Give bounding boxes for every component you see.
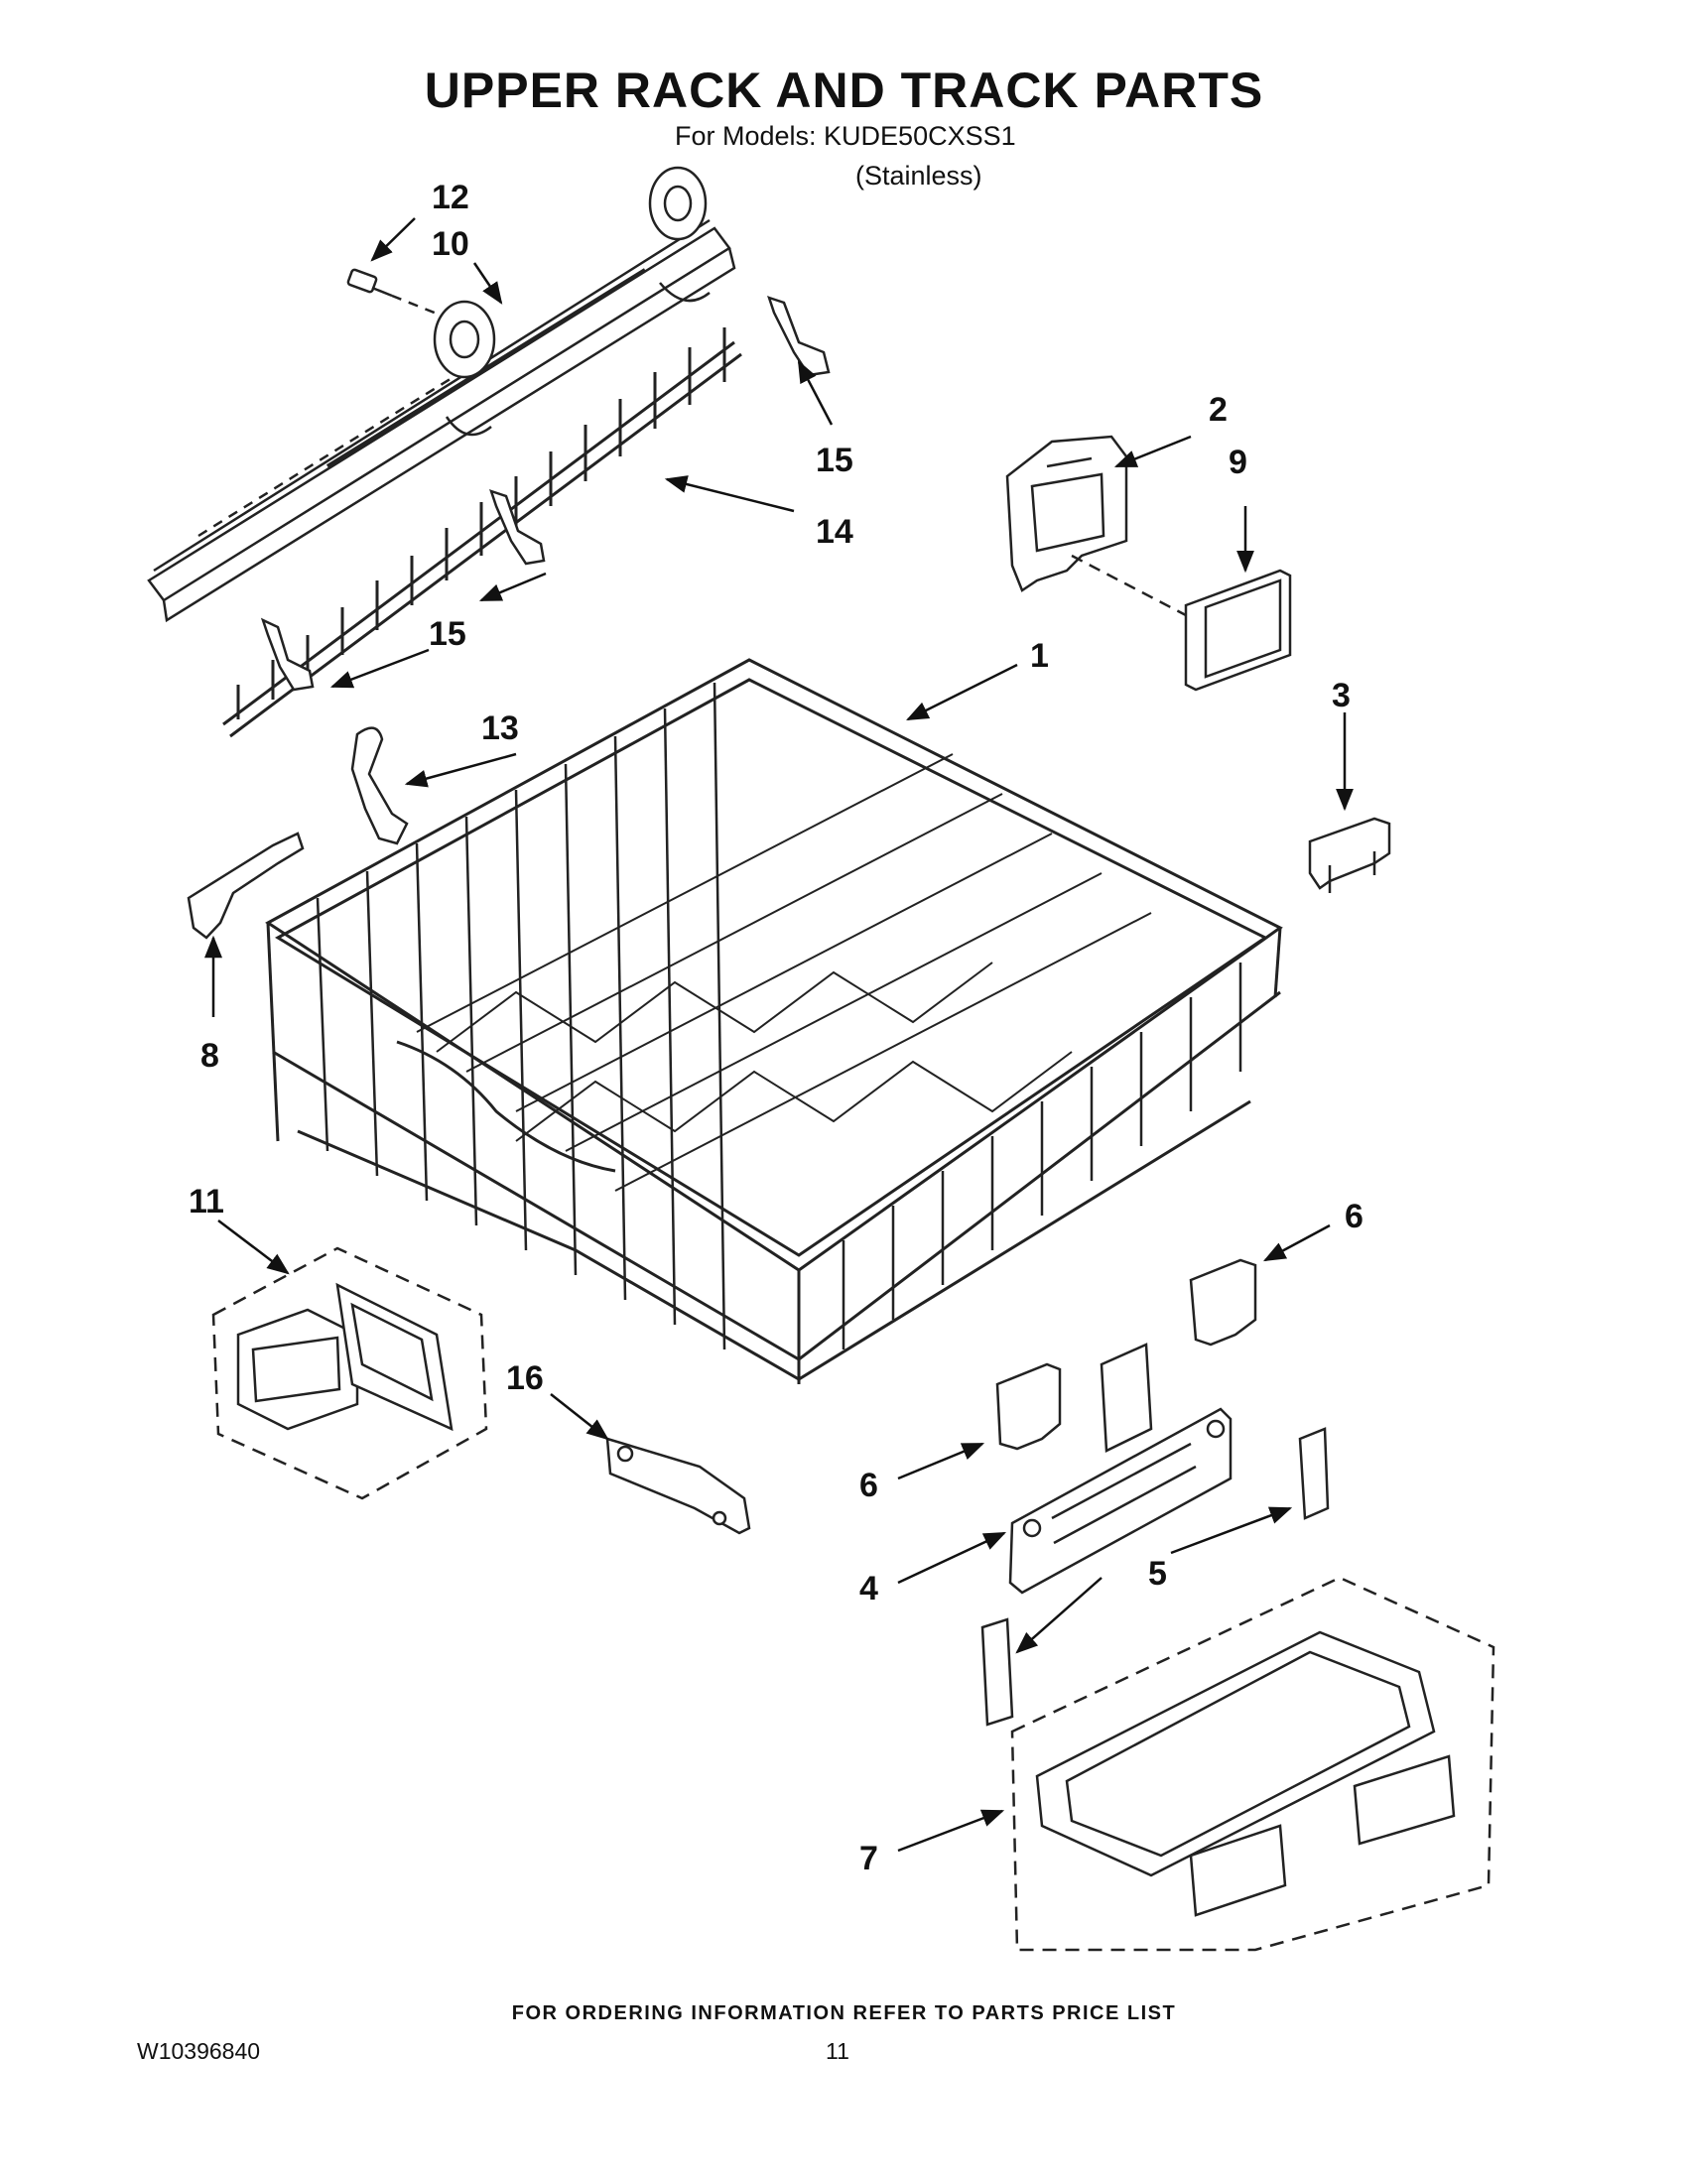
callout-11: 11 bbox=[189, 1183, 224, 1220]
part-11-group bbox=[211, 1246, 488, 1500]
callout-5: 5 bbox=[1148, 1555, 1167, 1593]
tine-row-drawing bbox=[222, 327, 742, 738]
callout-15-upper: 15 bbox=[816, 442, 853, 479]
ordering-note: FOR ORDERING INFORMATION REFER TO PARTS … bbox=[511, 2002, 1177, 2024]
adjuster-part-4 bbox=[1008, 1343, 1233, 1595]
clip-part-13 bbox=[350, 726, 409, 845]
callout-15-lower: 15 bbox=[429, 615, 466, 653]
callout-8: 8 bbox=[200, 1037, 219, 1075]
callout-6-right: 6 bbox=[1345, 1198, 1363, 1235]
clip-part-3 bbox=[1308, 817, 1391, 893]
callout-2: 2 bbox=[1209, 391, 1228, 429]
stopper-part-5 bbox=[980, 1427, 1330, 1727]
callout-14: 14 bbox=[816, 513, 853, 551]
callout-labels: 12 10 15 14 15 2 9 1 13 3 8 11 16 6 6 4 … bbox=[189, 179, 1363, 1877]
screw-part-12 bbox=[346, 268, 443, 318]
callout-10: 10 bbox=[432, 225, 469, 263]
models-line: For Models: KUDE50CXSS1 bbox=[675, 121, 1016, 151]
callout-13: 13 bbox=[481, 709, 519, 747]
callout-6-left: 6 bbox=[859, 1467, 878, 1504]
callout-1: 1 bbox=[1030, 637, 1049, 675]
clip-part-6-right bbox=[1189, 1258, 1257, 1347]
cover-part-9 bbox=[1184, 569, 1292, 692]
callout-12: 12 bbox=[432, 179, 469, 216]
part-16 bbox=[605, 1437, 751, 1535]
track-rail-drawing bbox=[147, 166, 736, 623]
arm-part-8 bbox=[187, 832, 305, 940]
part-7-group bbox=[1010, 1576, 1495, 1952]
clip-part-15 bbox=[260, 296, 831, 692]
clip-part-6-left bbox=[995, 1362, 1062, 1451]
page-number: 11 bbox=[826, 2038, 849, 2064]
bracket-part-2 bbox=[1005, 435, 1128, 592]
upper-rack-drawing bbox=[265, 658, 1283, 1384]
callout-3: 3 bbox=[1332, 677, 1351, 714]
callout-7: 7 bbox=[859, 1840, 878, 1877]
callout-9: 9 bbox=[1229, 444, 1247, 481]
callout-4: 4 bbox=[859, 1570, 878, 1607]
page-title: UPPER RACK AND TRACK PARTS bbox=[424, 63, 1264, 118]
callout-16: 16 bbox=[506, 1359, 544, 1397]
finish-label: (Stainless) bbox=[855, 161, 982, 191]
leader-arrows bbox=[204, 217, 1354, 1853]
document-number: W10396840 bbox=[137, 2038, 261, 2064]
